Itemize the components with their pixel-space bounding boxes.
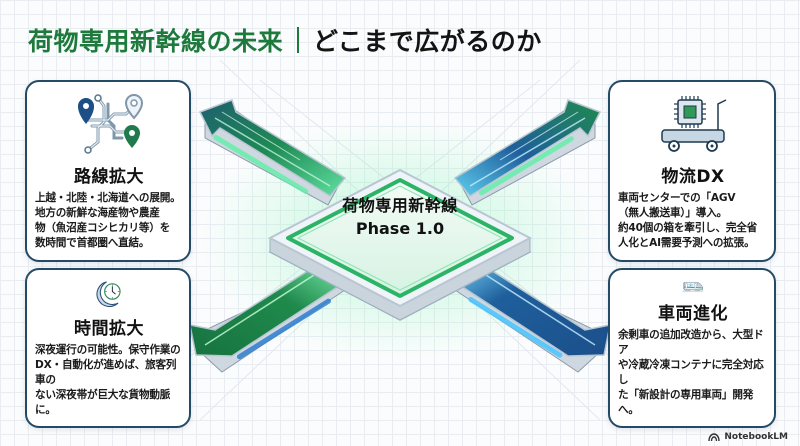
card-description: 深夜運行の可能性。保守作業の DX・自動化が進めば、旅客列車の ない深夜帯が巨大… [35, 343, 181, 416]
arrow-down-left [189, 256, 347, 373]
page-title: 荷物専用新幹線の未来 どこまで広がるのか [28, 20, 542, 60]
title-subtitle: どこまで広がるのか [313, 27, 542, 56]
card-route-expansion: 路線拡大 上越・北陸・北海道への展開。 地方の新鮮な海産物や農産 物（魚沼産コシ… [25, 80, 191, 262]
center-phase: Phase 1.0 [355, 219, 445, 238]
notebooklm-logo-icon [708, 432, 721, 441]
card-logistics-dx: 物流DX 車両センターでの「AGV （無人搬送車）」導入。 約40個の箱を牽引し… [608, 80, 776, 262]
agv-cart-chip-icon [661, 96, 727, 152]
center-title: 荷物専用新幹線 [342, 196, 458, 215]
card-title: 路線拡大 [74, 167, 144, 187]
arrow-up-left [198, 99, 347, 206]
card-time-expansion: 時間拡大 深夜運行の可能性。保守作業の DX・自動化が進めば、旅客列車の ない深… [25, 268, 191, 428]
arrow-up-right [453, 99, 602, 206]
card-title: 車両進化 [658, 303, 728, 324]
center-platform-label: 荷物専用新幹線 Phase 1.0 [300, 192, 500, 238]
card-description: 上越・北陸・北海道への展開。 地方の新鮮な海産物や農産 物（魚沼産コシヒカリ等）… [35, 192, 181, 250]
title-separator [297, 27, 300, 53]
title-main: 荷物専用新幹線の未来 [28, 27, 284, 56]
refrigerated-shinkansen-icon [682, 282, 704, 292]
arrow-down-right [453, 256, 611, 373]
moon-clock-icon [96, 281, 121, 308]
card-description: 車両センターでの「AGV （無人搬送車）」導入。 約40個の箱を牽引し、完全省 … [618, 192, 758, 250]
card-title: 時間拡大 [74, 318, 144, 339]
brand-watermark: NotebookLM [708, 432, 788, 442]
card-title: 物流DX [661, 167, 725, 187]
route-map-pins-icon [78, 94, 144, 154]
card-vehicle-evolution: 車両進化 余剰車の追加改造から、大型ドア や冷蔵冷凍コンテナに完全対応し た「新… [608, 268, 776, 428]
brand-label: NotebookLM [724, 432, 788, 442]
card-description: 余剰車の追加改造から、大型ドア や冷蔵冷凍コンテナに完全対応し た「新設計の専用… [618, 328, 764, 416]
central-platform [267, 168, 533, 321]
